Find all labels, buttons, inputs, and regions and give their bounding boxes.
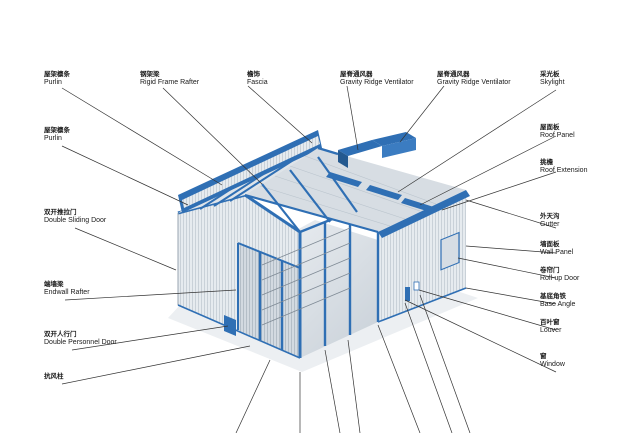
sliding-door-track	[237, 242, 301, 269]
endwall-base	[177, 304, 301, 359]
interior-purlins	[261, 227, 351, 326]
base-angle	[377, 287, 467, 323]
sidewall-door	[405, 287, 410, 301]
roof-panel-ribs	[259, 155, 437, 227]
louver	[413, 281, 420, 291]
label-wind-column: 抗风柱	[44, 372, 64, 380]
personnel-door	[224, 315, 236, 336]
roof-extension	[378, 190, 470, 238]
rigid-frame-rafters	[244, 156, 379, 234]
fascia-panel	[182, 136, 320, 208]
roof-panel	[245, 148, 466, 232]
ridge-cap	[317, 146, 339, 156]
leader-lines	[61, 85, 557, 433]
rollup-door	[440, 231, 460, 271]
sliding-door	[238, 243, 300, 358]
